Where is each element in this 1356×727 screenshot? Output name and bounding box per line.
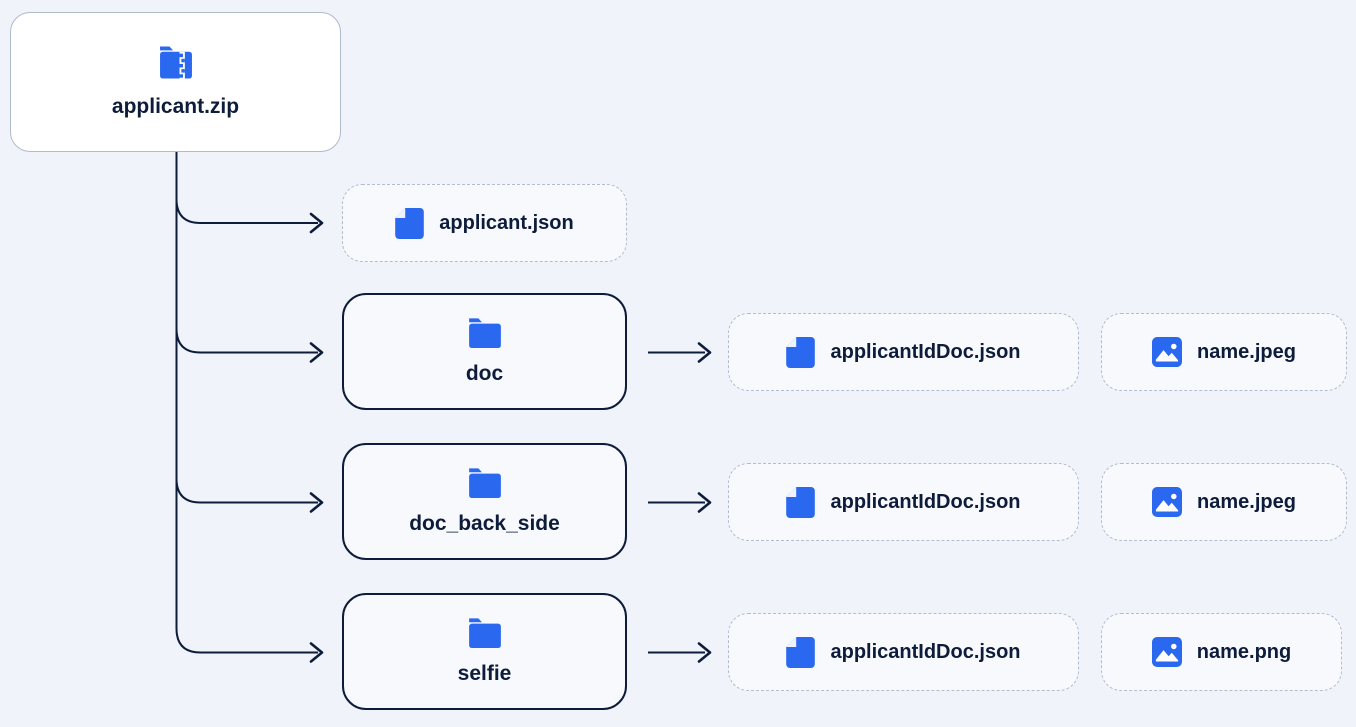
image-file-icon bbox=[1152, 637, 1182, 667]
image-file-icon bbox=[1152, 487, 1182, 517]
node-folder-selfie: selfie bbox=[342, 593, 627, 710]
zip-folder-icon bbox=[157, 45, 195, 80]
node-label: applicantIdDoc.json bbox=[830, 640, 1021, 663]
node-label: name.png bbox=[1196, 640, 1292, 663]
folder-icon bbox=[467, 467, 503, 499]
node-selfie-applicantiddoc-json: applicantIdDoc.json bbox=[728, 613, 1079, 691]
folder-icon bbox=[467, 617, 503, 649]
arrowhead bbox=[697, 642, 712, 663]
node-doc-applicantiddoc-json: applicantIdDoc.json bbox=[728, 313, 1079, 391]
node-label: selfie bbox=[457, 662, 512, 685]
branch-doc-back-side bbox=[175, 478, 318, 504]
branch-applicant-json bbox=[175, 198, 318, 224]
arrowhead bbox=[309, 342, 324, 363]
folder-icon bbox=[467, 317, 503, 349]
image-file-icon bbox=[1152, 337, 1182, 367]
node-folder-doc: doc bbox=[342, 293, 627, 410]
node-label: applicantIdDoc.json bbox=[830, 340, 1021, 363]
node-label: applicantIdDoc.json bbox=[830, 490, 1021, 513]
json-file-icon bbox=[395, 208, 424, 239]
json-file-icon bbox=[786, 337, 815, 368]
arrowhead bbox=[697, 492, 712, 513]
node-label: applicant.json bbox=[439, 211, 574, 234]
node-folder-doc-back-side: doc_back_side bbox=[342, 443, 627, 560]
node-label: name.jpeg bbox=[1197, 490, 1296, 513]
node-label: doc_back_side bbox=[409, 512, 560, 535]
node-selfie-name-png: name.png bbox=[1101, 613, 1342, 691]
node-doc-back-side-applicantiddoc-json: applicantIdDoc.json bbox=[728, 463, 1079, 541]
node-label: name.jpeg bbox=[1197, 340, 1296, 363]
node-doc-back-side-name-jpeg: name.jpeg bbox=[1101, 463, 1347, 541]
json-file-icon bbox=[786, 637, 815, 668]
arrowhead bbox=[309, 492, 324, 513]
arrowhead bbox=[309, 212, 324, 234]
arrowhead bbox=[697, 342, 712, 363]
node-label: applicant.zip bbox=[111, 95, 240, 118]
json-file-icon bbox=[786, 487, 815, 518]
node-doc-name-jpeg: name.jpeg bbox=[1101, 313, 1347, 391]
trunk-line bbox=[175, 152, 318, 654]
node-label: doc bbox=[465, 362, 504, 385]
arrowhead bbox=[309, 642, 324, 663]
node-applicant-json: applicant.json bbox=[342, 184, 627, 262]
node-applicant-zip: applicant.zip bbox=[10, 12, 341, 152]
branch-doc bbox=[175, 328, 318, 354]
